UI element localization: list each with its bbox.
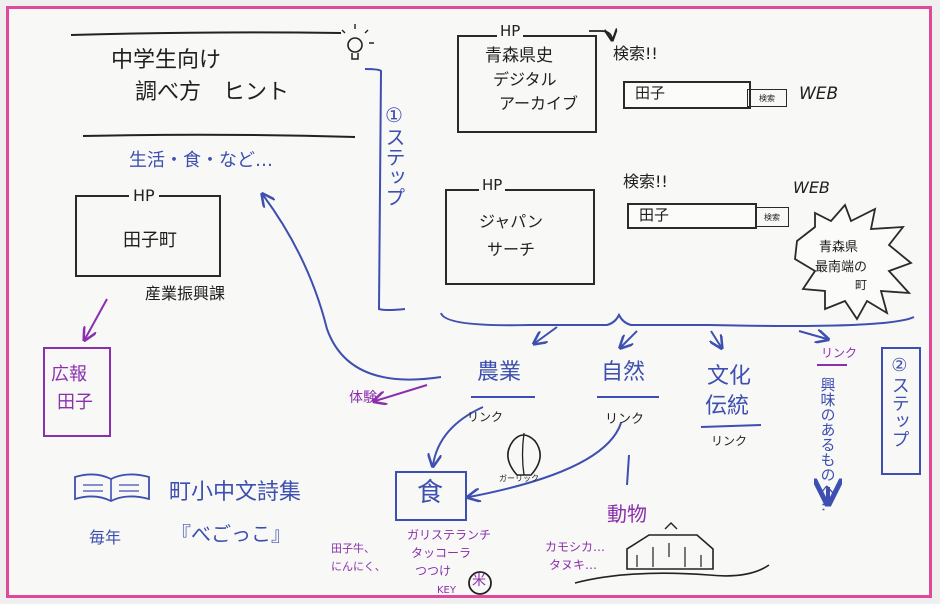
japansearch-search-query: 田子 [639,206,670,224]
taiken-arrow [375,384,428,401]
animals-line2: タヌキ… [549,558,598,572]
japansearch-hp-box [445,189,595,285]
town-dept: 産業振興課 [145,284,226,303]
japansearch-hp-label: HP [479,177,506,194]
return-arrow [263,195,442,381]
title-rules [70,31,356,138]
agri-link: リンク [467,410,504,424]
archive-web-label: WEB [799,84,839,104]
category-culture-line2: 伝統 [705,394,750,419]
archive-search-field[interactable] [623,81,751,109]
town-to-koho-arrow [85,298,108,339]
koho-box [43,347,111,437]
garlic-icon [507,432,541,476]
animals-line1: カモシカ… [545,540,606,554]
poems-title: 町小中文詩集 [169,480,302,505]
category-culture-line1: 文化 [707,364,752,389]
archive-search-label: 検索!! [613,44,658,63]
agri-to-food-arrow [433,406,484,465]
food-label: 食 [417,478,444,508]
archive-line1: 青森県史 [485,46,553,66]
japansearch-search-label: 検索!! [623,172,668,191]
book-icon [74,473,150,503]
burst-line3: 町 [855,278,868,292]
burst-line1: 青森県 [819,240,859,255]
nature-to-animal-line [626,454,630,486]
poems-name: 『べごっこ』 [171,522,291,546]
paper-sheet: 中学生向け 調べ方 ヒント 生活・食・など… HP 田子町 産業振興課 広報 田… [6,6,932,598]
interest-text: 興味のあるものへ… [818,377,837,512]
title-line1: 中学生向け [111,48,222,73]
connector-lines [70,24,915,595]
category-underlines [471,364,847,428]
food-ushi-line2: にんにく、 [331,560,386,573]
food-rice: 米 [472,573,486,589]
koho-line2: 田子 [57,392,93,413]
archive-line2: デジタル [493,70,557,89]
results-brace [440,312,915,327]
culture-link: リンク [711,434,748,448]
food-menu-line1: ガリステランチ [407,528,492,542]
step2-box [881,347,921,475]
food-box [395,471,467,521]
archive-search-query: 田子 [635,84,666,102]
archive-arrow [589,31,612,39]
nature-to-food-arrow [469,422,622,497]
burst-line2: 最南端の [815,260,868,275]
animals-label: 動物 [607,502,647,526]
archive-line3: アーカイブ [499,94,579,113]
food-menu-line3: つつけ [415,564,452,578]
shrine-building-icon [574,522,770,584]
category-nature: 自然 [601,360,646,385]
food-key: KEY [437,585,456,596]
archive-hp-label: HP [497,23,524,40]
examples-text: 生活・食・など… [129,150,273,171]
step1-label: ①ステップ [382,103,406,207]
burst-shape [794,203,913,321]
japansearch-search-button[interactable]: 検索 [755,207,789,227]
garlic-label: ガーリック [499,474,539,483]
lightbulb-icon [341,24,374,60]
archive-search-button[interactable]: 検索 [747,89,787,107]
japansearch-line1: ジャパン [479,212,544,231]
step1-bracket [364,68,406,311]
nature-link: リンク [605,412,645,427]
japansearch-web-label: WEB [793,178,830,197]
rice-circle [468,571,492,595]
japansearch-line2: サーチ [487,240,536,259]
step2-label: ②ステップ [888,355,910,448]
category-agri: 農業 [477,360,522,385]
brace-arrows [535,326,827,347]
town-hp-label: HP [129,187,159,205]
agri-taiken: 体験 [349,390,377,406]
title-line2: 調べ方 ヒント [135,80,290,105]
japansearch-search-field[interactable] [627,203,757,229]
link4: リンク [821,346,858,360]
food-ushi-line1: 田子牛、 [331,542,375,555]
town-name: 田子町 [123,230,177,251]
koho-line1: 広報 [51,364,87,385]
archive-hp-box [457,35,597,133]
food-menu-line2: タッコーラ [411,546,472,560]
poems-yearly: 毎年 [89,528,122,547]
